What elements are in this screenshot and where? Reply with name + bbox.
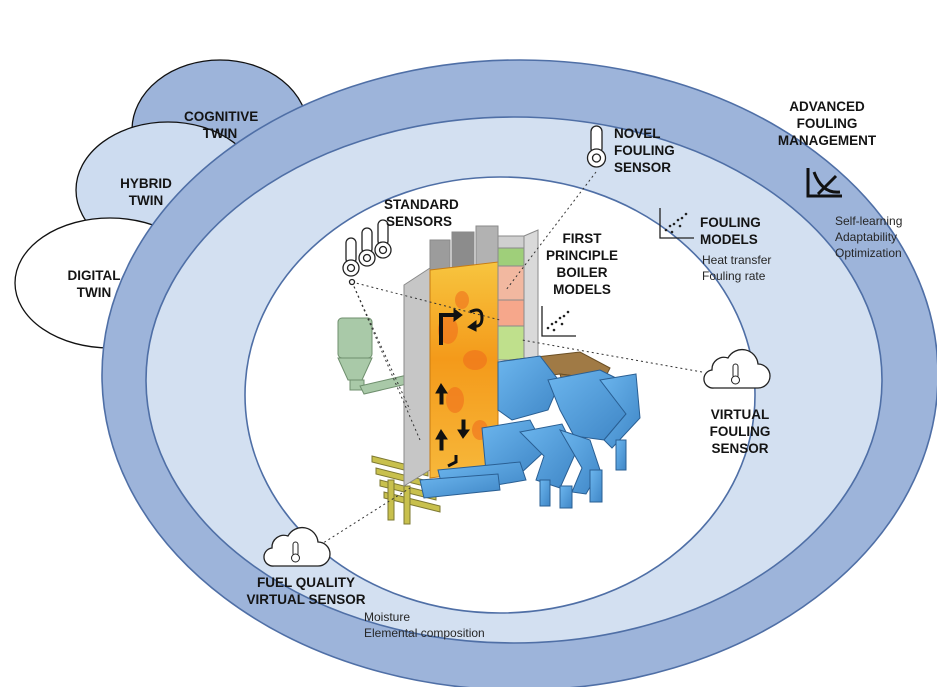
thermometer-icon (586, 125, 607, 168)
thermometer-icon (342, 237, 360, 286)
fouling-models-features: Heat transfer Fouling rate (702, 253, 772, 283)
cognitive-twin-label: COGNITIVE TWIN (184, 109, 259, 141)
first-principle-models-label: FIRST PRINCIPLE BOILER MODELS (545, 231, 618, 297)
cloud-thermometer-icon (703, 349, 771, 389)
flue-gas-arrows (435, 308, 484, 468)
fuel-quality-sensor-label: FUEL QUALITY VIRTUAL SENSOR (246, 575, 366, 607)
fuel-quality-features: Moisture Elemental composition (364, 610, 485, 640)
hybrid-twin-label: HYBRID TWIN (120, 176, 172, 208)
scatter-trend-icon (659, 208, 694, 239)
thermometer-icon (374, 219, 392, 259)
connector-lines (319, 171, 703, 546)
decreasing-trend-icon (806, 168, 842, 198)
cloud-thermometer-icon (263, 527, 331, 567)
standard-sensors-label: STANDARD SENSORS (384, 197, 459, 229)
digital-twin-label: DIGITAL TWIN (67, 268, 121, 300)
novel-fouling-sensor-label: NOVEL FOULING SENSOR (614, 126, 675, 175)
thermometer-icon (358, 227, 376, 267)
heat-exchanger-pipes (419, 355, 641, 509)
advanced-fouling-management-label: ADVANCED FOULING MANAGEMENT (777, 99, 877, 148)
scatter-trend-icon (541, 306, 576, 337)
boiler-illustration (337, 225, 641, 525)
advanced-features-list: Self-learning Adaptability Optimization (835, 214, 903, 260)
convective-sections (497, 229, 539, 363)
virtual-fouling-sensor-label: VIRTUAL FOULING SENSOR (709, 407, 771, 456)
fouling-models-label: FOULING MODELS (700, 215, 761, 247)
